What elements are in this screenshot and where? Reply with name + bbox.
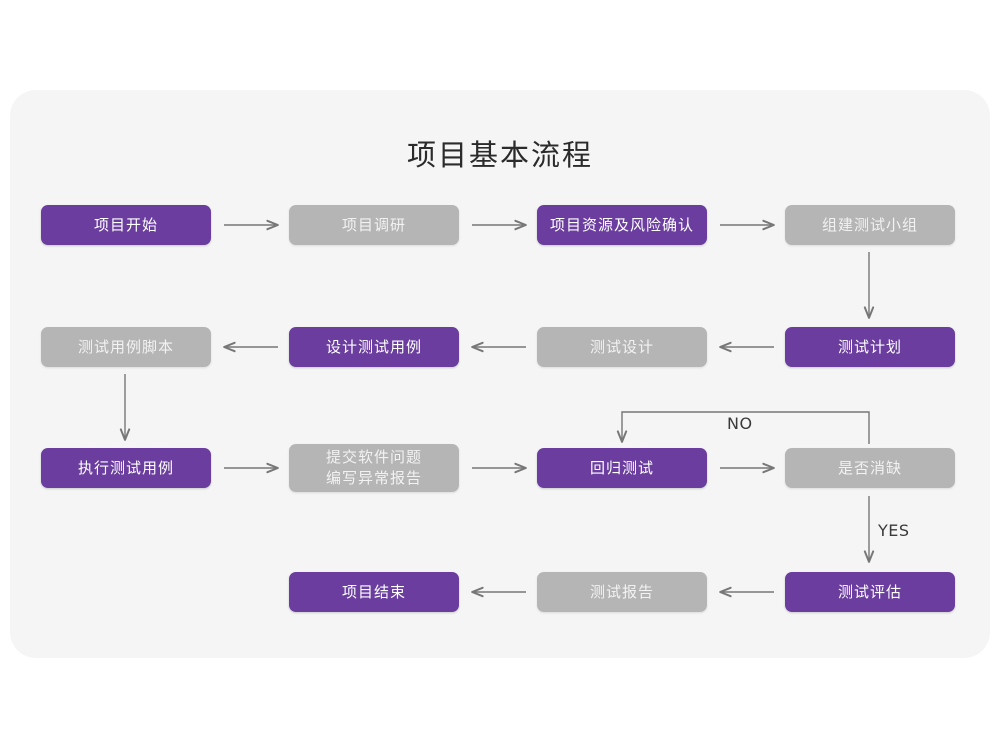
node-label: 测试计划 <box>837 337 902 356</box>
node-label: 项目资源及风险确认 <box>549 215 694 234</box>
node-label: 回归测试 <box>589 458 654 477</box>
node-label: 测试评估 <box>837 582 902 601</box>
node-label: 提交软件问题 编写异常报告 <box>325 448 422 487</box>
node-label: 项目结束 <box>341 582 406 601</box>
node-test-design[interactable]: 测试设计 <box>537 327 707 367</box>
edge-label-yes: YES <box>878 521 910 540</box>
node-project-start[interactable]: 项目开始 <box>41 205 211 245</box>
node-label: 执行测试用例 <box>77 458 174 477</box>
node-design-test-cases[interactable]: 设计测试用例 <box>289 327 459 367</box>
edge-label-no: NO <box>727 414 753 433</box>
node-defects-cleared-decision[interactable]: 是否消缺 <box>785 448 955 488</box>
flowchart-card <box>10 90 990 658</box>
node-execute-test-cases[interactable]: 执行测试用例 <box>41 448 211 488</box>
node-label: 是否消缺 <box>837 458 902 477</box>
node-label: 测试设计 <box>589 337 654 356</box>
node-project-research[interactable]: 项目调研 <box>289 205 459 245</box>
node-label: 项目调研 <box>341 215 406 234</box>
node-test-case-script[interactable]: 测试用例脚本 <box>41 327 211 367</box>
node-test-evaluation[interactable]: 测试评估 <box>785 572 955 612</box>
node-test-report[interactable]: 测试报告 <box>537 572 707 612</box>
node-test-plan[interactable]: 测试计划 <box>785 327 955 367</box>
page-title: 项目基本流程 <box>406 138 593 172</box>
node-label: 组建测试小组 <box>821 215 918 234</box>
node-label: 项目开始 <box>93 215 158 234</box>
node-label: 设计测试用例 <box>325 337 422 356</box>
node-submit-defects-report[interactable]: 提交软件问题 编写异常报告 <box>289 444 459 492</box>
node-regression-test[interactable]: 回归测试 <box>537 448 707 488</box>
node-label: 测试报告 <box>589 582 654 601</box>
node-label: 测试用例脚本 <box>77 337 174 356</box>
node-form-test-team[interactable]: 组建测试小组 <box>785 205 955 245</box>
node-resource-risk-confirm[interactable]: 项目资源及风险确认 <box>537 205 707 245</box>
node-project-end[interactable]: 项目结束 <box>289 572 459 612</box>
